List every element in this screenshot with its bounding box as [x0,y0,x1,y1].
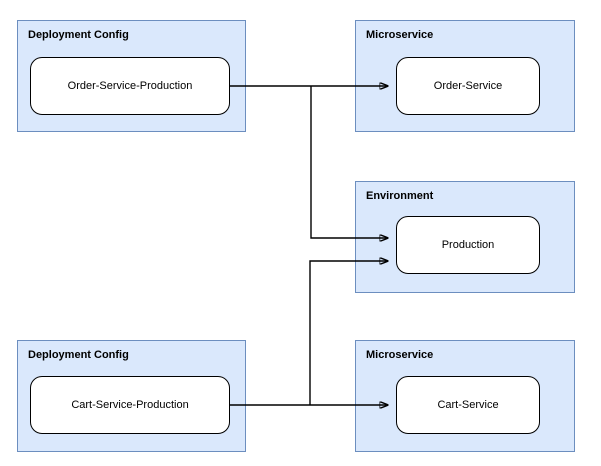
node-order-service-production[interactable]: Order-Service-Production [30,57,230,115]
group-title-microservice-bottom: Microservice [366,349,434,361]
node-label-cart-service: Cart-Service [437,398,499,411]
node-label-order-service: Order-Service [433,79,503,92]
node-cart-service[interactable]: Cart-Service [396,376,540,434]
node-label-cart-service-production: Cart-Service-Production [71,398,189,411]
node-order-service[interactable]: Order-Service [396,57,540,115]
group-title-deployment-config-top: Deployment Config [28,29,129,41]
group-title-microservice-top: Microservice [366,29,434,41]
group-title-deployment-config-bottom: Deployment Config [28,349,129,361]
node-label-production: Production [441,238,495,251]
node-label-order-service-production: Order-Service-Production [67,79,193,92]
node-cart-service-production[interactable]: Cart-Service-Production [30,376,230,434]
node-production[interactable]: Production [396,216,540,274]
group-title-environment: Environment [366,190,434,202]
